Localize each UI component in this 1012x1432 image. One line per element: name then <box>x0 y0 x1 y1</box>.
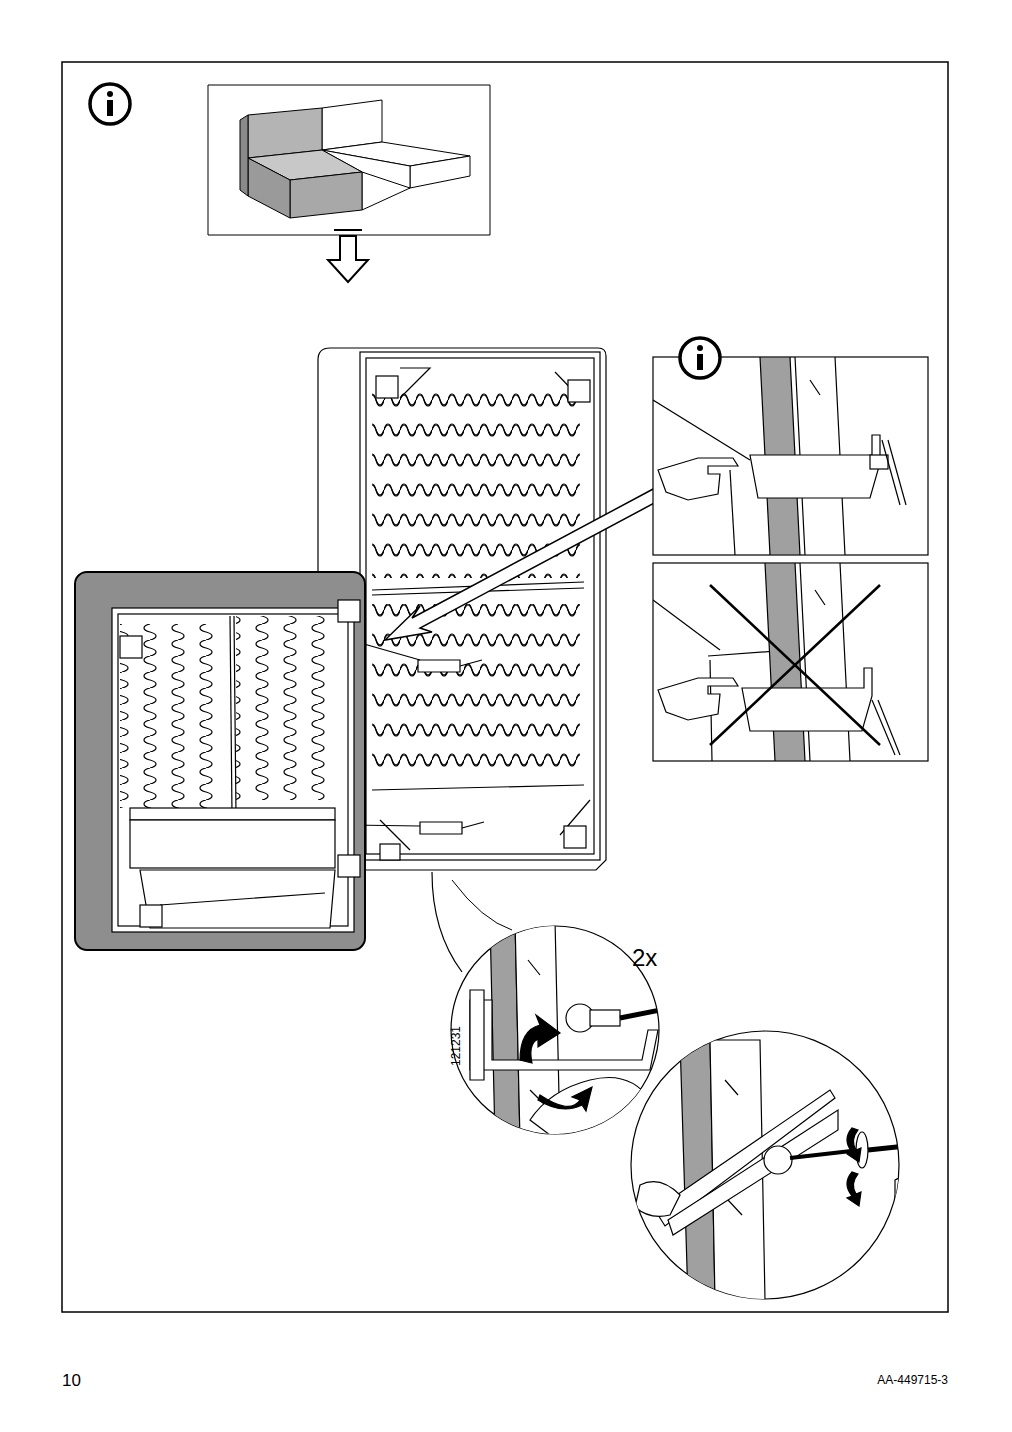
part-number: 121231 <box>450 1026 462 1066</box>
info-icon-small <box>680 338 720 378</box>
document-code: AA-449715-3 <box>877 1374 948 1386</box>
page-number: 10 <box>62 1372 81 1389</box>
hand-icon <box>658 678 738 720</box>
detail-wrong <box>653 563 928 761</box>
down-arrow <box>328 230 368 282</box>
detail-correct <box>653 357 928 555</box>
detail-circle-2 <box>631 1031 935 1300</box>
hand-icon <box>658 458 738 500</box>
quantity-label: 2x <box>632 946 657 970</box>
info-icon <box>90 84 130 124</box>
pointer-arrow <box>385 488 660 640</box>
leader-line <box>452 880 512 930</box>
page-frame <box>62 62 948 1312</box>
seat-frame <box>75 572 365 950</box>
sofa-thumbnail <box>208 85 490 235</box>
